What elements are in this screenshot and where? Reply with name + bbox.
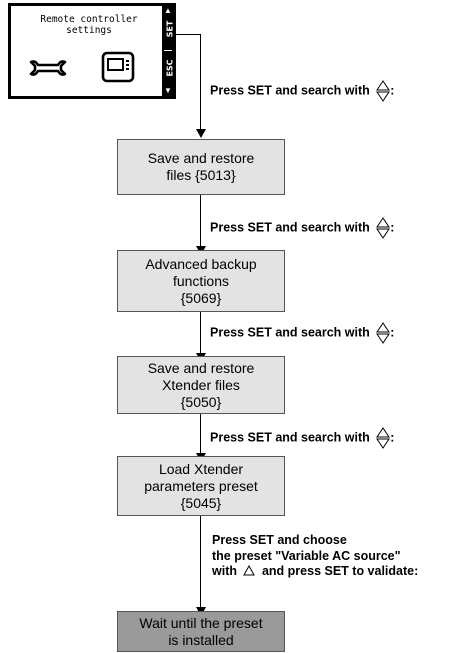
esc-key[interactable]: ESC bbox=[165, 59, 175, 77]
connector-line bbox=[200, 34, 201, 130]
remote-controller-screen: Remote controller settings ▲ SET ESC ▼ bbox=[8, 3, 176, 99]
up-down-arrows-icon bbox=[376, 217, 391, 239]
instruction-search: Press SET and search with : bbox=[210, 427, 394, 449]
up-down-arrows-icon bbox=[376, 427, 391, 449]
side-key-strip: ▲ SET ESC ▼ bbox=[162, 5, 175, 97]
connector-line bbox=[200, 312, 201, 354]
set-key[interactable]: SET bbox=[165, 20, 175, 38]
wrench-icon bbox=[29, 60, 67, 76]
instruction-search: Press SET and search with : bbox=[210, 80, 394, 102]
arrow-head bbox=[196, 129, 206, 138]
connector-line bbox=[176, 34, 201, 35]
instruction-search: Press SET and search with : bbox=[210, 322, 394, 344]
up-down-arrows-icon bbox=[376, 80, 391, 102]
key-divider bbox=[164, 50, 172, 51]
up-down-arrows-icon bbox=[376, 322, 391, 344]
connector-line bbox=[200, 195, 201, 247]
screen-title: Remote controller settings bbox=[40, 14, 138, 36]
up-arrow-icon[interactable]: ▲ bbox=[164, 6, 172, 15]
up-triangle-icon bbox=[243, 564, 256, 576]
instruction-choose-preset: Press SET and choose the preset "Variabl… bbox=[212, 533, 419, 578]
connector-line bbox=[200, 414, 201, 454]
instruction-search: Press SET and search with : bbox=[210, 217, 394, 239]
controller-icon bbox=[101, 51, 135, 83]
down-arrow-icon[interactable]: ▼ bbox=[164, 86, 172, 95]
connector-line bbox=[200, 516, 201, 608]
